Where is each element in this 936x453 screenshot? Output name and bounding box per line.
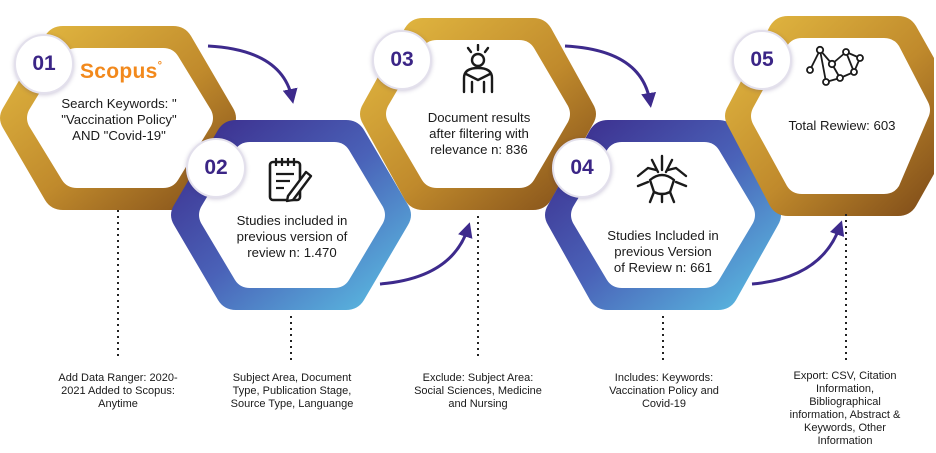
connector-arrow-01-02: [207, 44, 298, 104]
footnote-04-line-2: Vaccination Policy and: [609, 385, 719, 397]
connector-arrow-03-04: [564, 44, 657, 108]
step-02-text: Studies included in previous version of …: [208, 213, 376, 261]
hexagon-05-inner: [751, 38, 930, 194]
footnote-04-line-3: Covid-19: [641, 398, 687, 410]
step-number-05: 05: [732, 30, 792, 90]
footnote-05-line-4: information, Abstract &: [789, 409, 901, 421]
step-02-line-1: Studies included in: [236, 213, 348, 228]
footnote-01: Add Data Ranger: 2020- 2021 Added to Sco…: [42, 372, 194, 411]
footnote-03: Exclude: Subject Area: Social Sciences, …: [398, 372, 558, 411]
footnote-02-line-3: Source Type, Languange: [230, 398, 354, 410]
footnote-05-line-5: Keywords, Other: [804, 422, 886, 434]
step-04-text: Studies Included in previous Version of …: [578, 228, 748, 276]
footnote-05-line-2: Information,: [815, 383, 875, 395]
step-01-line-1: Search Keywords: ": [61, 96, 177, 111]
scopus-logo-mark: °: [157, 60, 163, 72]
step-03-line-2: after filtering with: [429, 126, 529, 141]
footnote-05-line-1: Export: CSV, Citation: [793, 370, 897, 382]
footnote-04: Includes: Keywords: Vaccination Policy a…: [584, 372, 744, 411]
footnote-05-line-6: Information: [817, 435, 873, 447]
footnote-03-line-3: and Nursing: [448, 398, 508, 410]
hexagon-02-inner: [199, 142, 385, 288]
footnote-01-line-2: 2021 Added to Scopus:: [61, 385, 175, 397]
step-02-line-3: review n: 1.470: [247, 245, 337, 260]
thinking-person-icon: [462, 44, 494, 94]
network-graph-icon: [806, 45, 864, 86]
step-01-text: Search Keywords: " "Vaccination Policy" …: [34, 96, 204, 144]
step-01-line-2: "Vaccination Policy": [61, 112, 177, 127]
step-05-line-1: Total Rewiew: 603: [788, 118, 896, 133]
step-number-02: 02: [186, 138, 246, 198]
step-03-text: Document results after filtering with re…: [394, 110, 564, 158]
footnote-02: Subject Area, Document Type, Publication…: [212, 372, 372, 411]
step-05-text: Total Rewiew: 603: [762, 118, 922, 134]
step-03-line-3: relevance n: 836: [430, 142, 528, 157]
footnote-03-line-1: Exclude: Subject Area:: [422, 372, 534, 384]
step-02-line-2: previous version of: [236, 229, 348, 244]
step-number-01: 01: [14, 34, 74, 94]
connector-arrow-02-03: [379, 222, 473, 286]
footnote-02-line-1: Subject Area, Document: [232, 372, 352, 384]
footnote-05: Export: CSV, Citation Information, Bibli…: [770, 370, 920, 448]
footnote-01-line-1: Add Data Ranger: 2020-: [58, 372, 178, 384]
step-01-line-3: AND "Covid-19": [72, 128, 166, 143]
connector-arrow-04-05: [751, 220, 845, 286]
footnote-05-line-3: Bibliographical: [809, 396, 881, 408]
scopus-logo: Scopus°: [80, 60, 162, 84]
hands-together-icon: [636, 154, 688, 204]
step-03-line-1: Document results: [427, 110, 531, 125]
scopus-logo-text: Scopus: [80, 60, 158, 83]
step-04-line-1: Studies Included in: [607, 228, 719, 243]
notepad-pencil-icon: [268, 158, 313, 203]
footnote-01-line-3: Anytime: [98, 398, 138, 410]
step-04-line-3: of Review n: 661: [613, 260, 713, 275]
footnote-04-line-1: Includes: Keywords:: [614, 372, 714, 384]
step-number-03: 03: [372, 30, 432, 90]
hexagon-03-inner: [386, 40, 570, 188]
hexagon-04-inner: [571, 142, 755, 288]
footnote-02-line-2: Type, Publication Stage,: [232, 385, 352, 397]
footnote-03-line-2: Social Sciences, Medicine: [414, 385, 542, 397]
step-number-04: 04: [552, 138, 612, 198]
step-04-line-2: previous Version: [614, 244, 712, 259]
hexagon-01-inner: [27, 48, 213, 188]
